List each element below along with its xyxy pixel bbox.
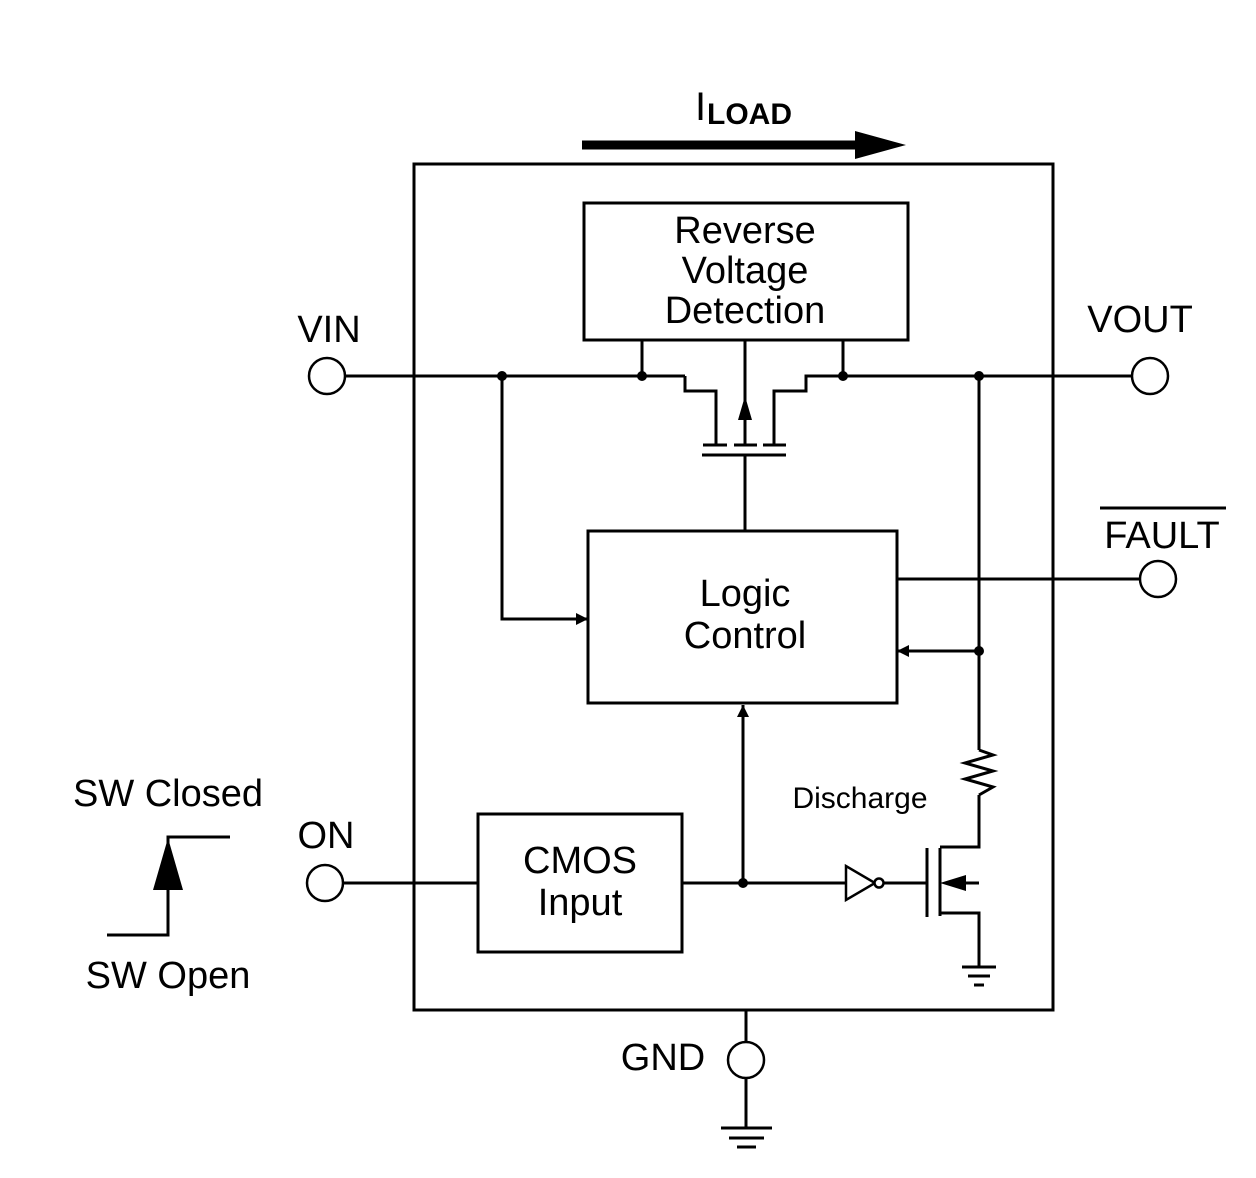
on-pin (305, 863, 345, 903)
resistor-icon (959, 748, 999, 797)
vin-to-logic-wire (500, 376, 588, 625)
vin-pin (307, 356, 347, 396)
logic-line-1: Logic (700, 573, 791, 615)
cmos-input-block: CMOS Input (476, 812, 684, 954)
vin-label: VIN (297, 309, 360, 351)
discharge-label: Discharge (792, 782, 927, 815)
gnd-pin (726, 1040, 766, 1080)
fault-pin (1138, 559, 1178, 599)
rvd-line-3: Detection (665, 290, 826, 332)
fault-label: FAULT (1104, 515, 1219, 557)
cmos-line-1: CMOS (523, 840, 637, 882)
reverse-voltage-detection-block: Reverse Voltage Detection (582, 201, 910, 342)
sw-closed-label: SW Closed (73, 773, 263, 815)
ic-package-outline (412, 162, 1055, 1012)
logic-line-2: Control (684, 615, 807, 657)
discharge-path (844, 376, 999, 987)
gnd-label: GND (621, 1037, 705, 1079)
iload-label: I LOAD (695, 85, 792, 131)
power-path-wires (345, 340, 1132, 531)
switch-step-icon (107, 835, 230, 937)
rvd-line-2: Voltage (682, 250, 809, 292)
iload-sub: LOAD (707, 98, 792, 131)
sw-open-label: SW Open (86, 955, 251, 997)
vout-pin (1130, 356, 1170, 396)
vout-label: VOUT (1087, 299, 1193, 341)
on-label: ON (298, 815, 355, 857)
on-signal-wires (343, 705, 846, 888)
inverter-icon (844, 863, 878, 903)
logic-control-block: Logic Control (586, 529, 899, 705)
iload-arrow (582, 131, 906, 159)
rvd-line-1: Reverse (674, 210, 816, 252)
iload-main: I (695, 85, 706, 129)
cmos-line-2: Input (538, 882, 623, 924)
